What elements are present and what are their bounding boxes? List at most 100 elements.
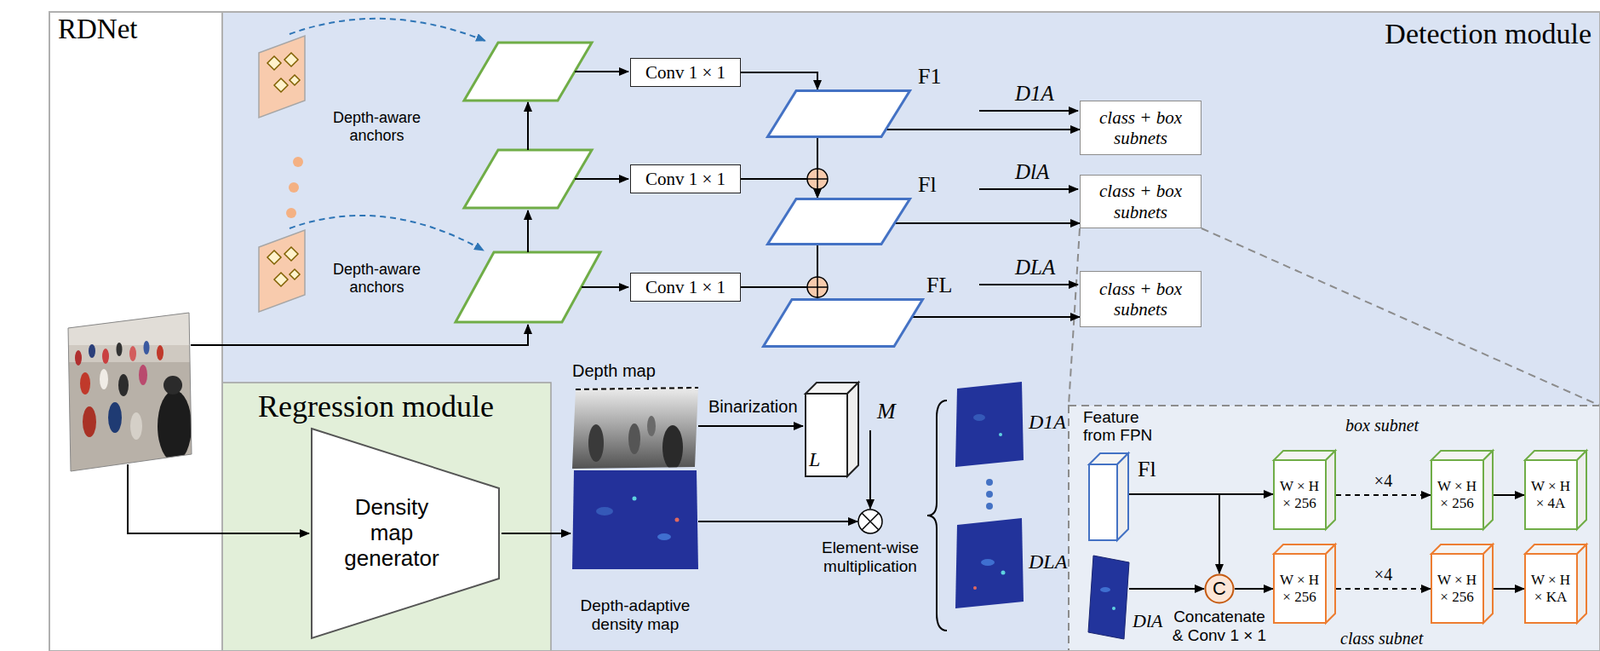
connector-arrow <box>1493 587 1525 590</box>
output-density-map <box>955 517 1024 608</box>
node-label: F1 <box>917 63 941 90</box>
layer-size-text: W × H × 256 <box>1430 459 1484 530</box>
class-subnet-layer: W × H × 256 <box>1273 543 1337 624</box>
feature-map: Fl <box>766 197 912 246</box>
text-label: M <box>877 398 896 425</box>
node-label: L <box>808 447 821 472</box>
conv-box: Conv 1 × 1 <box>630 164 741 194</box>
anchor-arrow <box>289 18 486 41</box>
module-band: Regression moduleDensity map generator <box>222 382 551 651</box>
feature-map: FL <box>762 298 924 348</box>
layer-size-text: W × H × 256 <box>1430 553 1484 624</box>
feature-map: F1 <box>766 89 912 138</box>
generator-trapezoid: Density map generator <box>310 427 500 639</box>
ellipsis-dot <box>288 182 299 193</box>
node-text: Conv 1 × 1 <box>640 62 731 83</box>
detection-ground <box>222 11 1600 651</box>
text-label: box subnet <box>1345 415 1419 436</box>
text-label: Binarization <box>708 396 798 417</box>
node-label: Concatenate & Conv 1 × 1 <box>1166 607 1273 645</box>
ellipsis-dot <box>292 156 304 167</box>
class-subnet-layer: W × H × 256 <box>1430 543 1494 624</box>
text-label: D1A <box>1015 81 1055 107</box>
density-map-node: DlA <box>1088 555 1130 639</box>
photo-border <box>68 312 192 471</box>
connector-arrow <box>1129 587 1205 590</box>
node-text: class + box subnets <box>1080 278 1201 320</box>
edge-label: ×4 <box>1374 470 1393 491</box>
class-subnet-layer: W × H × KA <box>1524 543 1588 624</box>
panel-divider <box>221 11 224 651</box>
text-label: DlA <box>1015 160 1050 185</box>
zoom-inset <box>1068 405 1600 651</box>
ellipsis-dot <box>986 478 993 486</box>
connector-arrow <box>740 178 818 198</box>
node-label: Regression module <box>258 389 494 425</box>
layer-size-text: W × H × 256 <box>1273 459 1326 530</box>
crowd-photo <box>59 306 196 477</box>
feature-cuboid: Fl <box>1088 452 1130 541</box>
conv-box: Conv 1 × 1 <box>630 57 741 87</box>
connector-arrow <box>740 72 818 90</box>
outer-frame <box>49 11 1600 651</box>
subnet-box: class + box subnets <box>1079 270 1202 327</box>
connector-arrow <box>1129 493 1220 574</box>
text-label: DLA <box>1028 550 1067 574</box>
regression-ground <box>222 382 551 651</box>
text-label: Depth-aware anchors <box>323 260 431 296</box>
node-label: Fl <box>1137 456 1157 482</box>
text-label: Depth map <box>572 361 656 381</box>
parallelogram-outline <box>766 89 912 138</box>
concat-circle: CConcatenate & Conv 1 × 1 <box>1204 573 1235 604</box>
backbone-map <box>464 42 592 101</box>
text-label: class subnet <box>1340 628 1423 649</box>
sum-symbol <box>807 168 828 190</box>
subnet-box: class + box subnets <box>1079 100 1202 155</box>
node-text: class + box subnets <box>1080 180 1201 222</box>
connector-arrow <box>1493 493 1525 496</box>
conv-box: Conv 1 × 1 <box>630 272 741 302</box>
text-label: Depth-aware anchors <box>323 108 431 144</box>
output-density-map <box>955 381 1024 467</box>
depth-map-edge <box>575 387 699 390</box>
node-label: Density map generator <box>336 427 448 639</box>
connector-arrow <box>886 128 1080 131</box>
node-label: Detection module <box>1384 17 1592 51</box>
node-text: C <box>1207 577 1232 599</box>
anchor-icon <box>258 35 305 118</box>
box-subnet-layer: W × H × 256 <box>1273 449 1337 530</box>
backbone-map <box>455 252 601 322</box>
text-label: DLA <box>1015 255 1056 281</box>
density-map-image <box>572 470 699 569</box>
anchor-arrow <box>289 215 484 251</box>
mask-cuboid: L <box>804 381 860 477</box>
text-label: Depth-adaptive density map <box>567 596 704 634</box>
ellipsis-dot <box>286 207 297 218</box>
text-label: D1A <box>1028 410 1067 435</box>
edge-label: ×4 <box>1374 564 1393 585</box>
layer-size-text: W × H × 256 <box>1273 553 1326 624</box>
connector-arrow <box>1234 587 1274 590</box>
connector-arrow <box>1336 587 1431 590</box>
zoom-line <box>1201 228 1600 406</box>
node-text: Conv 1 × 1 <box>640 276 731 298</box>
layer-size-text: W × H × 4A <box>1524 459 1578 530</box>
node-label: FL <box>926 272 952 299</box>
parallelogram-outline <box>762 298 924 348</box>
layer-size-text: W × H × KA <box>1524 553 1578 624</box>
connector-arrow <box>740 286 818 299</box>
node-text: class + box subnets <box>1080 107 1201 149</box>
node-text: Conv 1 × 1 <box>640 168 731 190</box>
depth-map-image <box>570 383 703 473</box>
node-label: Fl <box>917 172 937 198</box>
ellipsis-dot <box>986 490 993 498</box>
sum-symbol <box>807 276 828 298</box>
parallelogram-outline <box>766 197 912 246</box>
text-label: Feature from FPN <box>1083 408 1169 445</box>
ellipsis-dot <box>986 502 993 510</box>
backbone-map <box>464 149 592 208</box>
box-subnet-layer: W × H × 4A <box>1524 449 1588 530</box>
text-label: RDNet <box>57 13 138 46</box>
multiply-symbol <box>858 509 883 534</box>
